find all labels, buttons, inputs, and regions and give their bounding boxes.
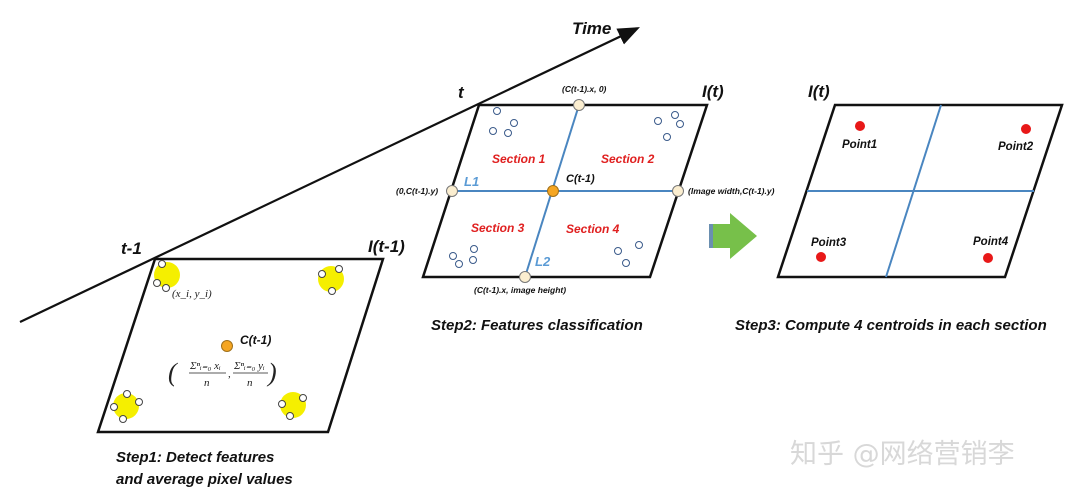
centroid-curr xyxy=(547,185,559,197)
result-split-vertical xyxy=(885,104,942,278)
frame-curr: t I(t) L1 L2 Section 1 Section 2 Section… xyxy=(396,82,775,334)
anchor-left xyxy=(446,185,458,197)
feature-cluster-top-right xyxy=(318,265,344,295)
centroid-point-4 xyxy=(983,253,993,263)
centroid-curr-label: C(t-1) xyxy=(566,173,595,185)
anchor-bottom xyxy=(519,271,531,283)
svg-text:Σⁿᵢ₌₀ xᵢ: Σⁿᵢ₌₀ xᵢ xyxy=(189,360,221,372)
line2-label: L2 xyxy=(535,254,551,269)
centroid-point-2 xyxy=(1021,124,1031,134)
anchor-bottom-label: (C(t-1).x, image height) xyxy=(474,285,566,295)
section-2-label: Section 2 xyxy=(601,152,655,166)
feature-cluster-top-left xyxy=(153,260,180,292)
step1-caption-line1: Step1: Detect features xyxy=(116,449,274,466)
anchor-top-label: (C(t-1).x, 0) xyxy=(562,84,607,94)
line1-label: L1 xyxy=(464,174,479,189)
features-section-4 xyxy=(614,241,643,267)
features-section-1 xyxy=(489,107,518,137)
section-4-label: Section 4 xyxy=(566,222,620,236)
anchor-top xyxy=(573,99,585,111)
frame-result: I(t) Point1 Point2 Point3 Point4 Step3: … xyxy=(735,82,1064,334)
feature-point-label: (x_i, y_i) xyxy=(172,288,212,300)
section-3-label: Section 3 xyxy=(471,221,525,235)
svg-text:n: n xyxy=(247,377,253,389)
point-3-label: Point3 xyxy=(811,237,847,249)
anchor-left-label: (0,C(t-1).y) xyxy=(396,186,438,196)
frame-result-image-label: I(t) xyxy=(808,82,830,101)
anchor-right-label: (Image width,C(t-1).y) xyxy=(688,186,775,196)
frame-prev-time-label: t-1 xyxy=(121,239,142,258)
point-1-label: Point1 xyxy=(842,139,877,151)
feature-cluster-bottom-right xyxy=(278,392,307,420)
frame-prev: t-1 I(t-1) (x_i, y_i) xyxy=(96,237,405,488)
centroid-point-3 xyxy=(816,252,826,262)
time-axis xyxy=(19,27,640,323)
time-axis-label: Time xyxy=(572,19,611,38)
svg-text:): ) xyxy=(266,358,277,387)
step2-caption: Step2: Features classification xyxy=(431,317,643,334)
centroid-prev-label: C(t-1) xyxy=(240,333,271,347)
centroid-point-1 xyxy=(855,121,865,131)
centroid-prev xyxy=(221,340,233,352)
frame-prev-outline xyxy=(96,257,385,434)
section-1-label: Section 1 xyxy=(492,152,546,166)
step3-caption: Step3: Compute 4 centroids in each secti… xyxy=(735,317,1047,334)
step1-caption-line2: and average pixel values xyxy=(116,471,293,488)
frame-prev-image-label: I(t-1) xyxy=(368,237,405,256)
svg-text:,: , xyxy=(228,368,231,380)
frame-curr-time-label: t xyxy=(458,83,465,102)
frame-curr-image-label: I(t) xyxy=(702,82,724,101)
anchor-right xyxy=(672,185,684,197)
svg-text:n: n xyxy=(204,377,210,389)
svg-text:Σⁿᵢ₌₀ yᵢ: Σⁿᵢ₌₀ yᵢ xyxy=(233,360,265,372)
feature-cluster-bottom-left xyxy=(110,390,143,423)
features-section-3 xyxy=(449,245,478,268)
right-arrow-icon xyxy=(709,213,757,259)
features-section-2 xyxy=(654,111,684,141)
point-4-label: Point4 xyxy=(973,236,1009,248)
point-2-label: Point2 xyxy=(998,141,1034,153)
svg-text:(: ( xyxy=(168,358,178,387)
watermark: 知乎 @网络营销李 xyxy=(790,439,1015,470)
centroid-formula: ( Σⁿᵢ₌₀ xᵢ n , Σⁿᵢ₌₀ yᵢ n ) xyxy=(168,358,277,389)
